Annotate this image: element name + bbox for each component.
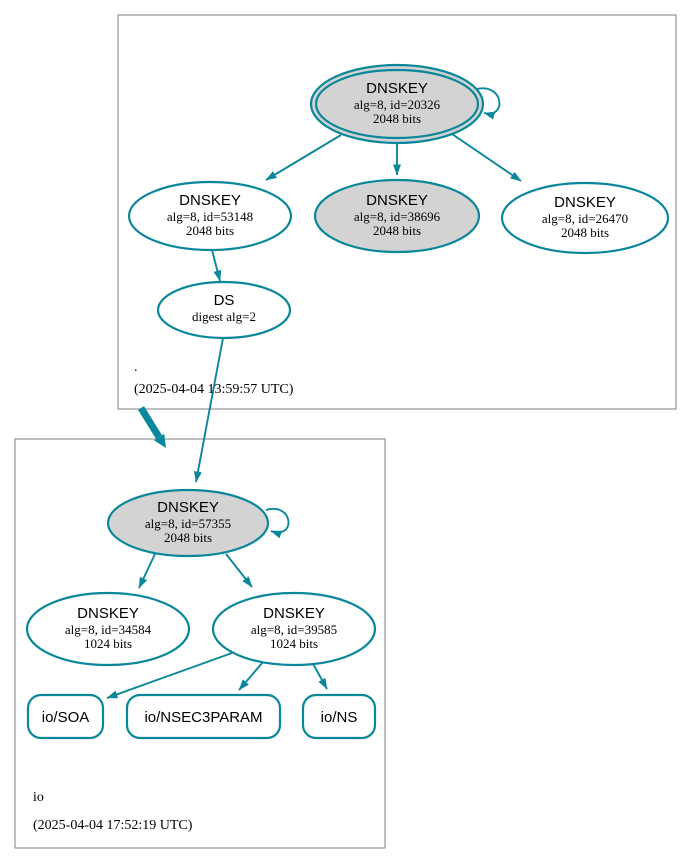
io-zone-name: io <box>33 790 44 805</box>
node-dnskey-53148-title: DNSKEY <box>179 192 241 209</box>
node-io-dnskey-39585[interactable]: DNSKEY alg=8, id=39585 1024 bits <box>211 591 377 667</box>
node-io-ksk-57355[interactable]: DNSKEY alg=8, id=57355 2048 bits <box>106 488 270 558</box>
node-dnskey-39585-bits: 1024 bits <box>270 636 318 651</box>
node-root-dnskey-53148-ellipse[interactable] <box>127 180 293 252</box>
node-ds-detail: digest alg=2 <box>192 309 256 324</box>
node-dnskey-34584-bits: 1024 bits <box>84 636 132 651</box>
node-root-ksk-20326[interactable]: DNSKEY alg=8, id=20326 2048 bits <box>309 63 485 145</box>
node-io-dnskey-39585-ellipse[interactable] <box>211 591 377 667</box>
edge-ds-to-io-ksk <box>194 337 224 483</box>
io-zone-cluster-box <box>14 438 386 849</box>
edge-root-ksk-to-dnskey-26470 <box>451 133 522 182</box>
edge-io-ksk-selfsign-loop <box>265 507 290 539</box>
node-dnskey-38696-alg: alg=8, id=38696 <box>354 209 441 224</box>
node-io-dnskey-34584-ellipse[interactable] <box>25 591 191 667</box>
node-dnskey-39585-alg: alg=8, id=39585 <box>251 622 337 637</box>
node-root-dnskey-38696[interactable]: DNSKEY alg=8, id=38696 2048 bits <box>313 178 481 254</box>
node-root-ksk-alg: alg=8, id=20326 <box>354 97 441 112</box>
node-io-nsec3param[interactable]: io/NSEC3PARAM <box>125 693 282 740</box>
node-root-ksk-inner-ellipse <box>314 68 480 140</box>
node-io-ksk-bits: 2048 bits <box>164 530 212 545</box>
node-ds-title: DS <box>214 292 235 309</box>
node-root-ds[interactable]: DS digest alg=2 <box>156 280 292 340</box>
node-io-ns-label: io/NS <box>321 709 358 726</box>
node-root-dnskey-53148[interactable]: DNSKEY alg=8, id=53148 2048 bits <box>127 180 293 252</box>
edge-io-ksk-to-dnskey-39585 <box>225 553 253 588</box>
root-zone-name: . <box>134 360 138 375</box>
node-dnskey-26470-bits: 2048 bits <box>561 225 609 240</box>
zone-delegation-arrow <box>138 406 162 439</box>
root-zone-timestamp: (2025-04-04 13:59:57 UTC) <box>134 382 294 397</box>
node-io-dnskey-34584[interactable]: DNSKEY alg=8, id=34584 1024 bits <box>25 591 191 667</box>
node-root-ksk-bits: 2048 bits <box>373 111 421 126</box>
node-io-nsec3param-rect[interactable] <box>125 693 282 740</box>
io-zone-timestamp: (2025-04-04 17:52:19 UTC) <box>33 818 193 833</box>
node-io-ksk-ellipse[interactable] <box>106 488 270 558</box>
edge-root-ksk-to-dnskey-53148 <box>265 134 342 181</box>
node-dnskey-34584-title: DNSKEY <box>77 605 139 622</box>
node-io-soa[interactable]: io/SOA <box>26 693 105 740</box>
edge-dnskey-39585-to-ns <box>311 661 328 690</box>
root-zone-cluster-box <box>117 14 677 410</box>
node-dnskey-26470-title: DNSKEY <box>554 194 616 211</box>
node-dnskey-34584-alg: alg=8, id=34584 <box>65 622 152 637</box>
edge-root-ksk-selfsign-loop <box>476 87 501 120</box>
node-dnskey-26470-alg: alg=8, id=26470 <box>542 211 628 226</box>
node-root-dnskey-38696-ellipse[interactable] <box>313 178 481 254</box>
node-dnskey-38696-bits: 2048 bits <box>373 223 421 238</box>
node-io-soa-rect[interactable] <box>26 693 105 740</box>
node-dnskey-53148-bits: 2048 bits <box>186 223 234 238</box>
node-io-ns[interactable]: io/NS <box>301 693 377 740</box>
zone-delegation-arrowhead <box>154 433 166 448</box>
edge-dnskey-53148-to-ds <box>211 249 222 282</box>
node-root-dnskey-26470[interactable]: DNSKEY alg=8, id=26470 2048 bits <box>500 181 670 255</box>
node-dnskey-39585-title: DNSKEY <box>263 605 325 622</box>
node-root-ds-ellipse[interactable] <box>156 280 292 340</box>
node-io-ksk-alg: alg=8, id=57355 <box>145 516 231 531</box>
edge-io-ksk-to-dnskey-34584 <box>138 553 156 589</box>
edge-dnskey-39585-to-nsec3param <box>238 661 264 691</box>
node-io-ns-rect[interactable] <box>301 693 377 740</box>
edge-dnskey-39585-to-soa <box>106 652 233 699</box>
node-dnskey-53148-alg: alg=8, id=53148 <box>167 209 253 224</box>
node-io-ksk-title: DNSKEY <box>157 499 219 516</box>
node-io-soa-label: io/SOA <box>42 709 90 726</box>
node-root-ksk-title: DNSKEY <box>366 80 428 97</box>
node-dnskey-38696-title: DNSKEY <box>366 192 428 209</box>
node-io-nsec3param-label: io/NSEC3PARAM <box>144 709 262 726</box>
node-root-dnskey-26470-ellipse[interactable] <box>500 181 670 255</box>
